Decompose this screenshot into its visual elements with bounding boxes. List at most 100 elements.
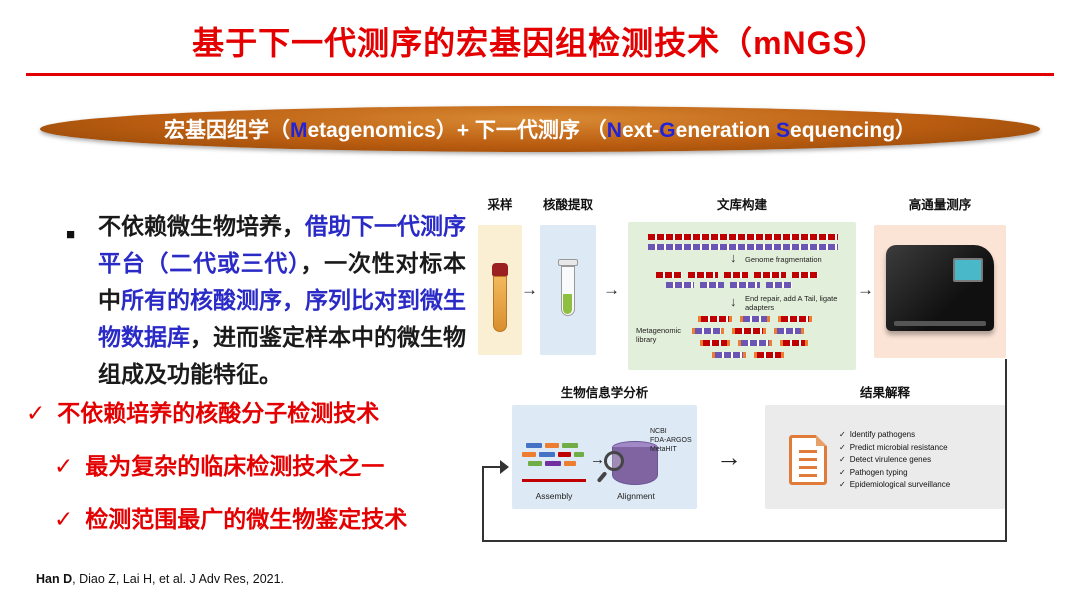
flow-connector <box>1005 359 1007 541</box>
library-fragment <box>712 352 746 358</box>
database-name: FDA-ARGOS <box>650 437 692 444</box>
result-item-label: Pathogen typing <box>849 467 908 477</box>
arrow-down-icon: ↓ <box>730 250 737 265</box>
library-step-label: End repair, add A Tail, ligate adapters <box>745 294 838 312</box>
workflow-diagram: 采样 核酸提取 文库构建 高通量测序 → → → ↓ Genome fragme… <box>470 192 1015 560</box>
library-fragment <box>732 328 766 334</box>
highlight-text: 不依赖培养的核酸分子检测技术 <box>57 400 380 426</box>
check-icon: ✓ <box>839 442 846 452</box>
panel-sequencing <box>874 225 1006 358</box>
magnifier-icon <box>604 451 624 471</box>
genome-bar <box>648 244 838 250</box>
read-bar <box>562 443 578 448</box>
report-document-icon <box>789 435 827 485</box>
alignment-label: Alignment <box>617 491 655 501</box>
result-item-label: Epidemiological surveillance <box>849 480 951 489</box>
library-fragment <box>740 316 770 322</box>
dna-fragment <box>792 272 818 278</box>
check-icon: ✓ <box>26 400 46 426</box>
database-name: NCBI <box>650 428 667 435</box>
flow-connector <box>482 466 502 468</box>
highlight-text: 最为复杂的临床检测技术之一 <box>85 453 385 479</box>
library-fragment <box>692 328 724 334</box>
highlight-line: ✓ 检测范围最广的微生物鉴定技术 <box>54 500 407 534</box>
panel-results: ✓Identify pathogens ✓Predict microbial r… <box>765 405 1005 509</box>
result-item: ✓Predict microbial resistance <box>839 442 1001 455</box>
highlight-text: 检测范围最广的微生物鉴定技术 <box>85 506 408 532</box>
formula-banner-text: 宏基因组学（Metagenomics）+ 下一代测序 （Next-Generat… <box>163 119 917 142</box>
library-fragment <box>754 352 784 358</box>
library-fragment <box>778 316 812 322</box>
check-icon: ✓ <box>54 506 74 532</box>
step-label-library: 文库构建 <box>716 198 767 212</box>
check-icon: ✓ <box>839 480 846 489</box>
dna-fragment <box>724 272 748 278</box>
formula-banner: 宏基因组学（Metagenomics）+ 下一代测序 （Next-Generat… <box>40 106 1040 152</box>
step-label-sequencing: 高通量测序 <box>908 198 972 212</box>
step-label-bioinformatics: 生物信息学分析 <box>560 386 649 400</box>
check-icon: ✓ <box>54 453 74 479</box>
blood-tube-cap <box>492 263 508 276</box>
highlight-line: ✓ 最为复杂的临床检测技术之一 <box>54 447 384 481</box>
read-bar <box>528 461 542 466</box>
panel-sampling <box>478 225 522 355</box>
arrow-right-icon: → <box>590 451 605 468</box>
check-icon: ✓ <box>839 467 846 477</box>
library-step-label: Genome fragmentation <box>745 255 822 264</box>
result-item-label: Detect virulence genes <box>849 455 932 464</box>
document-fold <box>816 435 827 446</box>
document-line <box>799 450 817 453</box>
database-name: MetaHIT <box>650 446 677 453</box>
panel-bioinformatics: Assembly → NCBI FDA-ARGOS MetaHIT Alignm… <box>512 405 697 509</box>
result-item-label: Identify pathogens <box>849 430 916 439</box>
read-bar <box>564 461 576 466</box>
citation: Han D, Diao Z, Lai H, et al. J Adv Res, … <box>36 572 285 586</box>
result-item: ✓Pathogen typing <box>839 467 1001 480</box>
read-bar <box>545 461 561 466</box>
dna-fragment <box>700 282 724 288</box>
result-item: ✓Detect virulence genes <box>839 454 1001 467</box>
dna-fragment <box>754 272 786 278</box>
microtube-cap <box>558 259 578 266</box>
panel-library-construction: ↓ Genome fragmentation ↓ End repair, add… <box>628 222 856 370</box>
description-paragraph: ■ 不依赖微生物培养，借助下一代测序平台（二代或三代），一次性对标本中所有的核酸… <box>62 208 466 393</box>
flow-connector <box>482 466 484 542</box>
flow-connector <box>482 540 1007 542</box>
document-line <box>799 466 817 469</box>
title-underline <box>26 73 1054 76</box>
sequencer-base <box>894 321 986 326</box>
result-item: ✓Epidemiological surveillance <box>839 479 1001 492</box>
extract-liquid <box>563 294 572 314</box>
library-fragment <box>774 328 804 334</box>
database-names: NCBI FDA-ARGOS MetaHIT <box>650 427 692 454</box>
arrow-right-icon: → <box>716 442 742 472</box>
sequencer-icon <box>886 245 994 331</box>
step-label-sampling: 采样 <box>487 198 513 212</box>
arrow-down-icon: ↓ <box>730 294 737 309</box>
check-icon: ✓ <box>839 455 846 464</box>
dna-fragment <box>730 282 760 288</box>
library-fragment <box>698 316 732 322</box>
blood-tube-icon <box>493 276 507 332</box>
result-item: ✓Identify pathogens <box>839 429 1001 442</box>
arrow-right-icon: → <box>603 280 620 299</box>
document-line <box>799 458 817 461</box>
description-text: 不依赖微生物培养，借助下一代测序平台（二代或三代），一次性对标本中所有的核酸测序… <box>98 213 467 387</box>
document-line <box>799 474 817 477</box>
library-fragment <box>700 340 730 346</box>
library-fragment <box>738 340 772 346</box>
page-title: 基于下一代测序的宏基因组检测技术（mNGS） <box>192 25 888 61</box>
library-step-label: Metagenomic library <box>636 326 682 344</box>
arrow-right-icon: → <box>521 280 538 299</box>
dna-fragment <box>688 272 718 278</box>
read-bar <box>545 443 559 448</box>
dna-fragment <box>766 282 792 288</box>
bullet-square-icon: ■ <box>66 226 76 243</box>
step-label-results: 结果解释 <box>859 386 910 400</box>
dna-fragment <box>656 272 682 278</box>
contig-line <box>522 479 586 482</box>
read-bar <box>522 452 536 457</box>
sequencer-screen <box>953 258 983 282</box>
dna-fragment <box>666 282 694 288</box>
